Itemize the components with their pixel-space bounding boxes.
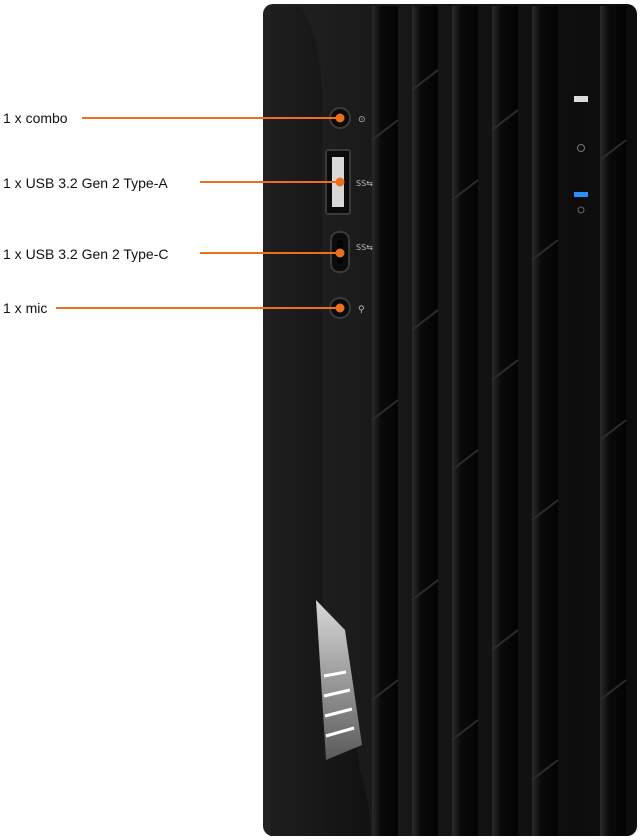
io-panel — [270, 6, 371, 836]
power-button-highlight — [574, 96, 588, 102]
power-strip — [568, 90, 590, 836]
reset-button-icon[interactable] — [577, 206, 585, 214]
svg-text:SS⇆: SS⇆ — [356, 179, 373, 188]
fin-facets — [371, 69, 627, 781]
callout-lines — [56, 117, 340, 309]
power-button-icon[interactable] — [577, 144, 585, 152]
callout-label-combo: 1 x combo — [3, 110, 68, 126]
callout-dots — [335, 113, 345, 313]
callout-dot-usba — [335, 177, 345, 187]
logo-plate — [316, 600, 362, 760]
svg-text:⚲: ⚲ — [358, 305, 365, 315]
callout-dot-combo — [335, 113, 345, 123]
callout-label-mic: 1 x mic — [3, 300, 48, 316]
callout-label-usb-c: 1 x USB 3.2 Gen 2 Type-C — [3, 246, 169, 262]
callout-dot-usbc — [335, 248, 345, 258]
svg-text:SS⇆: SS⇆ — [356, 243, 373, 252]
callout-label-usb-a: 1 x USB 3.2 Gen 2 Type-A — [3, 175, 168, 191]
svg-text:⊙: ⊙ — [358, 115, 366, 125]
callout-dot-mic — [335, 303, 345, 313]
msi-logo — [323, 670, 355, 738]
front-fins — [372, 6, 626, 836]
activity-led — [574, 192, 588, 197]
